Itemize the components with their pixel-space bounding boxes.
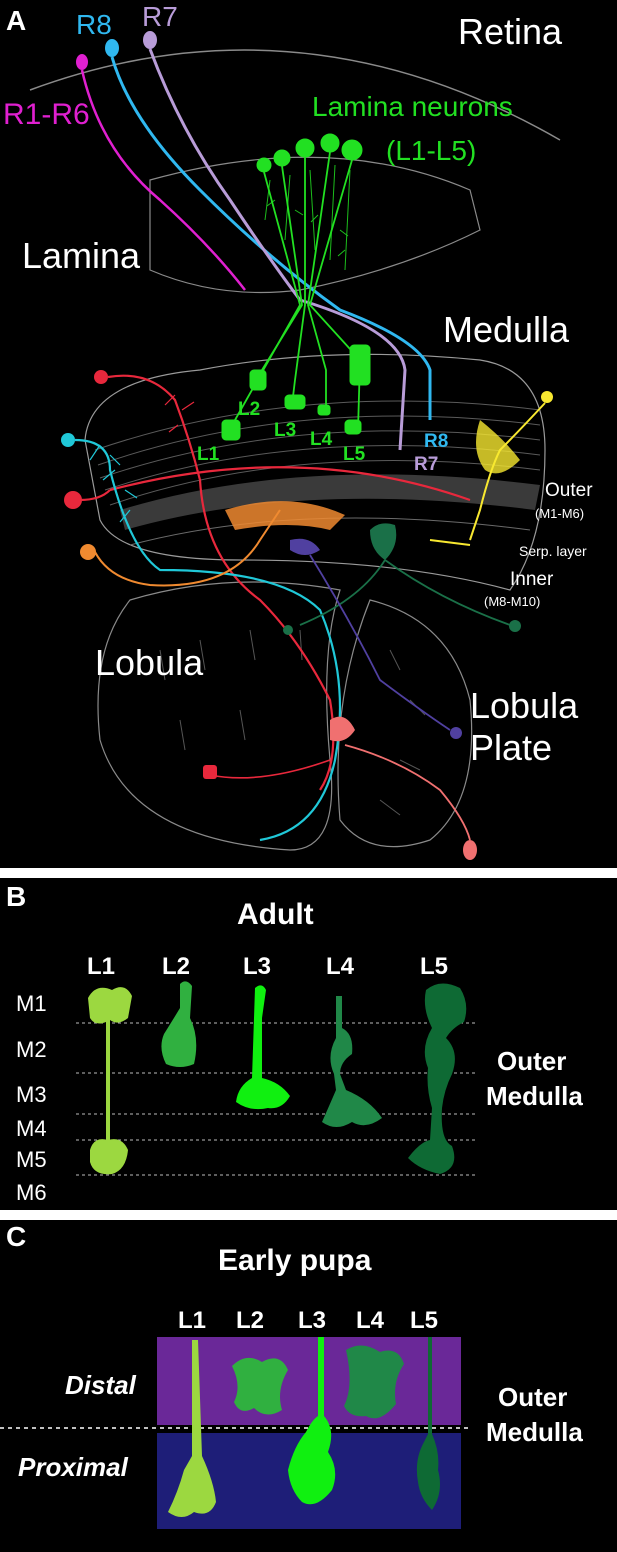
red-neuron [64, 370, 471, 791]
panel-letter-a: A [6, 5, 26, 36]
neuron-l4-pupa [344, 1345, 404, 1419]
panel-a-diagram: A Retina Lamina Medulla Lobula Lobula Pl… [3, 1, 593, 860]
lamina-neurons [221, 133, 371, 441]
label-l2: L2 [238, 399, 260, 420]
label-lamina-neurons: Lamina neurons [312, 91, 513, 122]
outer-medulla-label-b-line2: Medulla [486, 1081, 583, 1111]
retina-outline [29, 49, 561, 141]
neuron-l3-pupa [288, 1337, 336, 1505]
label-l5: L5 [343, 444, 366, 465]
neuron-l1-pupa [168, 1340, 216, 1517]
neuron-label: L2 [236, 1307, 264, 1334]
neuron-l4 [322, 996, 382, 1127]
layer-label: M6 [16, 1180, 47, 1205]
photoreceptor-r7 [143, 31, 407, 451]
layer-label: M4 [16, 1116, 47, 1141]
photoreceptor-r1r6 [76, 54, 246, 291]
label-lamina-neurons-range: (L1-L5) [386, 135, 476, 166]
panel-b-diagram: B Adult L1 L2 L3 L4 L5 M1 M2 M3 M4 M5 M6… [6, 881, 583, 1205]
outer-medulla-label-c-line2: Medulla [486, 1417, 583, 1447]
panel-c: C Early pupa L1 L2 L3 L4 L5 Distal Proxi… [0, 1220, 617, 1552]
label-l3: L3 [274, 420, 296, 441]
cyan-neuron [61, 433, 342, 842]
navy-neuron [290, 538, 462, 739]
lobula-outline [97, 581, 341, 851]
salmon-neuron [203, 716, 477, 860]
label-lobula-plate-line2: Plate [470, 727, 552, 768]
panel-c-diagram: C Early pupa L1 L2 L3 L4 L5 Distal Proxi… [0, 1221, 583, 1529]
neuron-l5-pupa [416, 1337, 440, 1510]
layer-boundaries [76, 1022, 475, 1176]
label-inner: Inner [510, 569, 554, 590]
label-r7: R7 [142, 1, 178, 32]
orange-neuron [80, 501, 345, 587]
neuron-l2-pupa [232, 1357, 288, 1415]
panel-letter-c: C [6, 1221, 26, 1252]
neuron-label: L1 [178, 1307, 206, 1334]
label-retina: Retina [458, 11, 563, 52]
layer-labels: M1 M2 M3 M4 M5 M6 [16, 991, 47, 1205]
medulla-layer-lines [94, 400, 541, 506]
panel-c-title: Early pupa [218, 1244, 372, 1277]
neuron-label: L3 [243, 953, 271, 980]
neuron-label: L4 [326, 953, 355, 980]
label-medulla: Medulla [443, 309, 570, 350]
label-lobula: Lobula [95, 642, 204, 683]
neuron-labels-c: L1 L2 L3 L4 L5 [178, 1307, 438, 1334]
label-serpentine-layer: Serp. layer [519, 543, 587, 559]
layer-label: M5 [16, 1147, 47, 1172]
neuron-labels-b: L1 L2 L3 L4 L5 [87, 953, 448, 980]
neuron-l3 [236, 985, 290, 1110]
distal-band [157, 1337, 461, 1425]
layer-label: M3 [16, 1082, 47, 1107]
label-r7-terminal: R7 [414, 454, 438, 475]
layer-label: M2 [16, 1037, 47, 1062]
neuron-label: L5 [420, 953, 448, 980]
outer-medulla-label-b-line1: Outer [497, 1046, 566, 1076]
neuron-l5 [408, 983, 467, 1174]
label-proximal: Proximal [18, 1452, 129, 1482]
neuron-l1 [88, 987, 132, 1175]
label-distal: Distal [65, 1370, 137, 1400]
neuron-l2 [161, 981, 197, 1067]
panel-b: B Adult L1 L2 L3 L4 L5 M1 M2 M3 M4 M5 M6… [0, 878, 617, 1210]
teal-neuron [283, 523, 521, 635]
neuron-label: L3 [298, 1307, 326, 1334]
neuron-label: L4 [356, 1307, 385, 1334]
label-r8: R8 [76, 9, 112, 40]
lobula-hatches [159, 629, 426, 816]
outer-medulla-label-c-line1: Outer [498, 1382, 567, 1412]
label-outer: Outer [545, 480, 593, 501]
neuron-label: L2 [162, 953, 190, 980]
label-outer-layers: (M1-M6) [535, 506, 584, 521]
lamina-outline [149, 156, 481, 294]
neuron-label: L1 [87, 953, 115, 980]
label-inner-layers: (M8-M10) [484, 594, 540, 609]
label-l1: L1 [197, 444, 220, 465]
panel-letter-b: B [6, 881, 26, 912]
neuron-label: L5 [410, 1307, 438, 1334]
label-r1-r6: R1-R6 [3, 98, 90, 131]
yellow-neuron [429, 391, 553, 546]
label-l4: L4 [310, 429, 333, 450]
label-lamina: Lamina [22, 235, 141, 276]
layer-label: M1 [16, 991, 47, 1016]
panel-b-title: Adult [237, 898, 314, 931]
label-r8-terminal: R8 [424, 431, 448, 452]
label-lobula-plate-line1: Lobula [470, 685, 579, 726]
medulla-outline [84, 353, 546, 591]
panel-a: A Retina Lamina Medulla Lobula Lobula Pl… [0, 0, 617, 868]
